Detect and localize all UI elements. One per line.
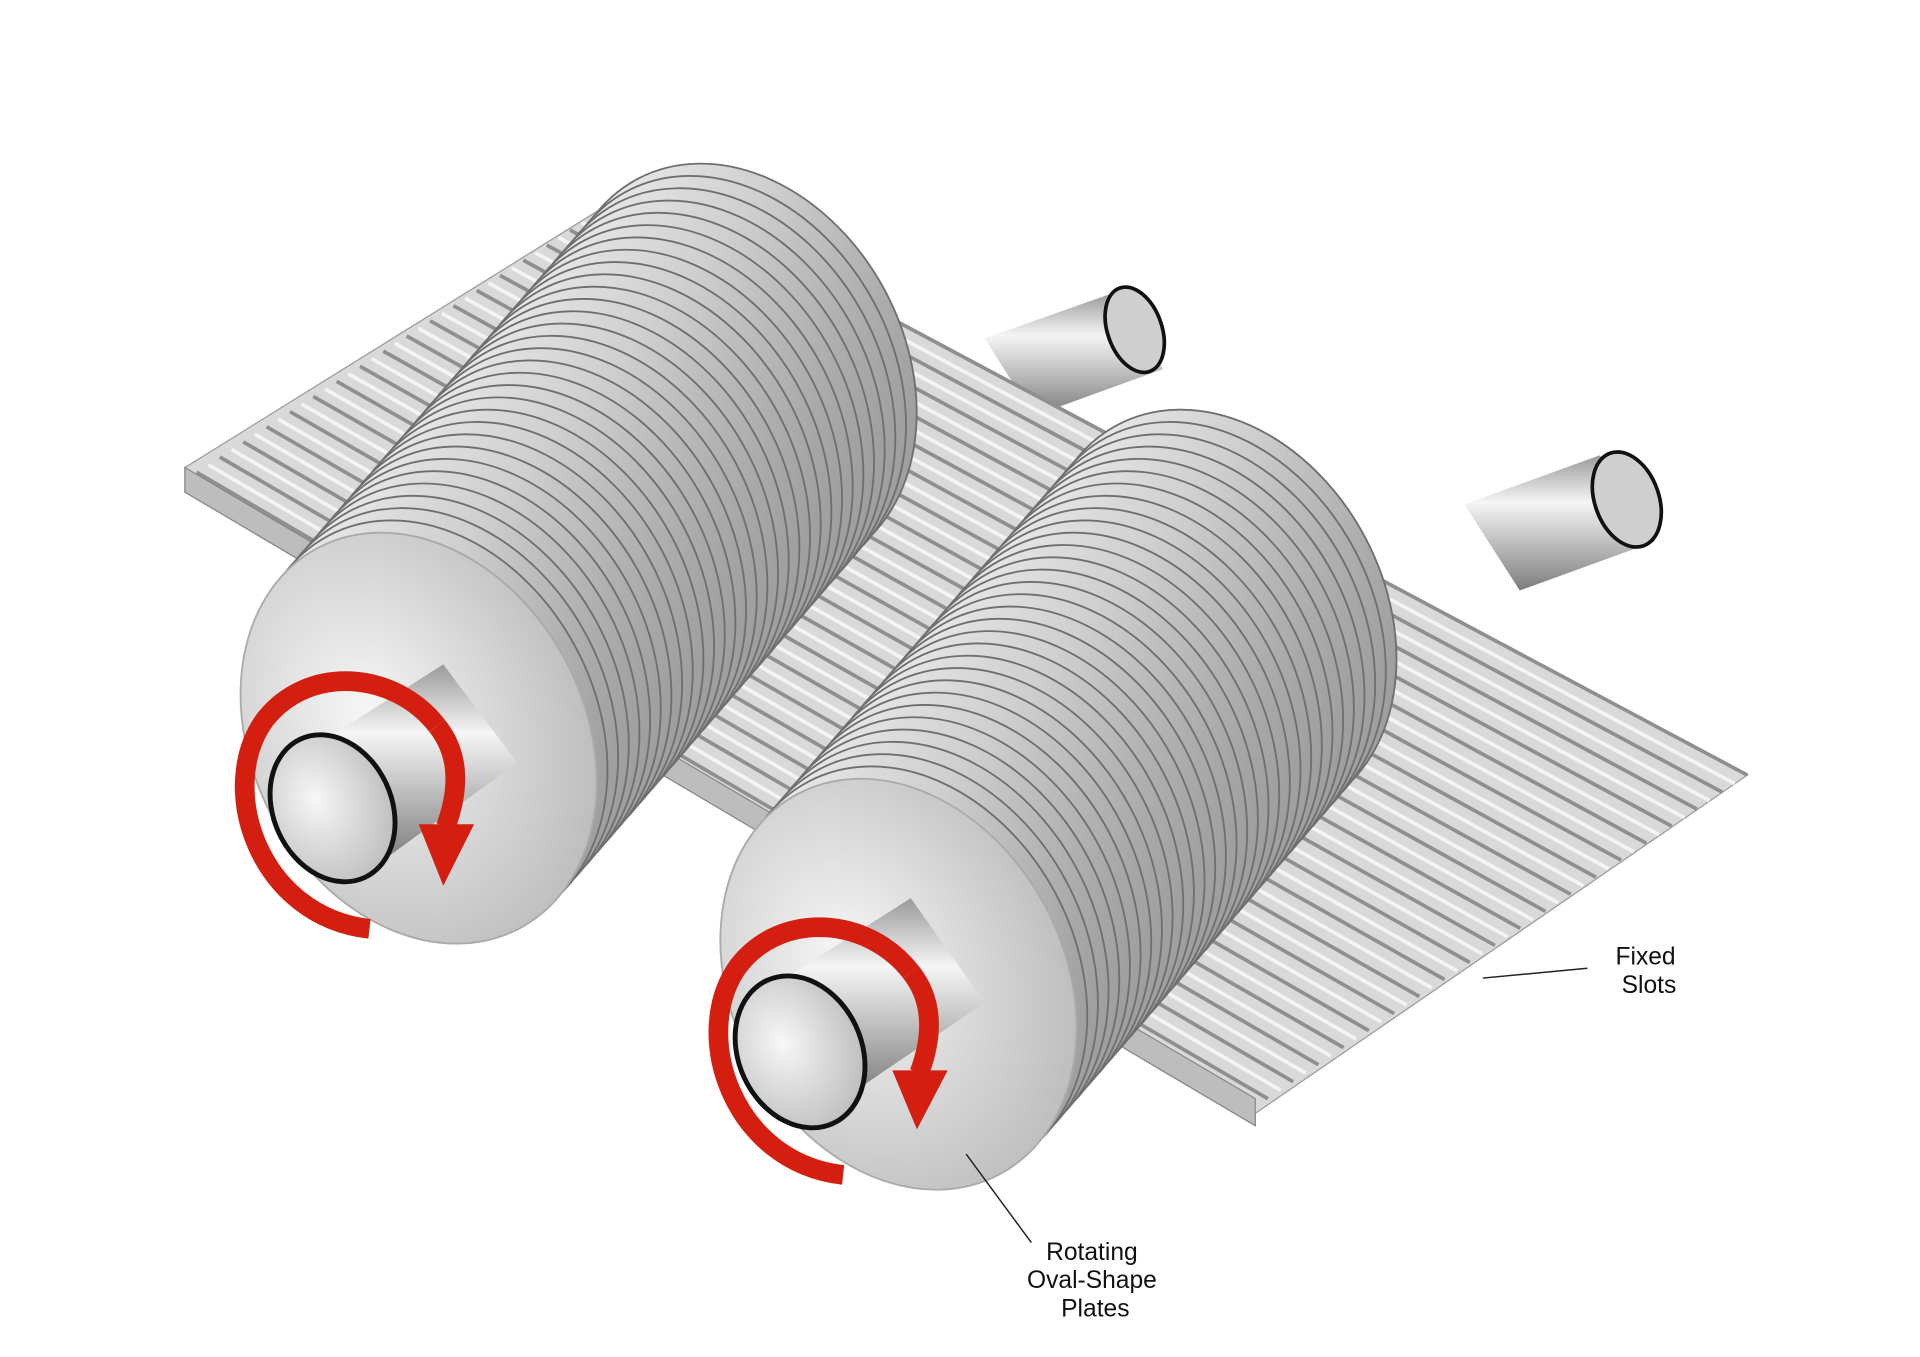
rear-shaft-right [1464, 450, 1664, 591]
fixed-slots-label: Fixed Slots [1615, 944, 1682, 999]
front-shaft-right [732, 898, 985, 1131]
rotating-plates-leader-line [965, 1153, 1032, 1244]
rotating-plates-label: Rotating Oval-Shape Plates [1027, 1239, 1164, 1323]
rotation-arrow-icon [708, 917, 948, 1185]
rear-shaft-left [984, 285, 1167, 416]
rotation-arrow-icon [234, 671, 475, 939]
fixed-slots-leader-line [1482, 967, 1588, 979]
front-shaft-left [267, 664, 518, 885]
